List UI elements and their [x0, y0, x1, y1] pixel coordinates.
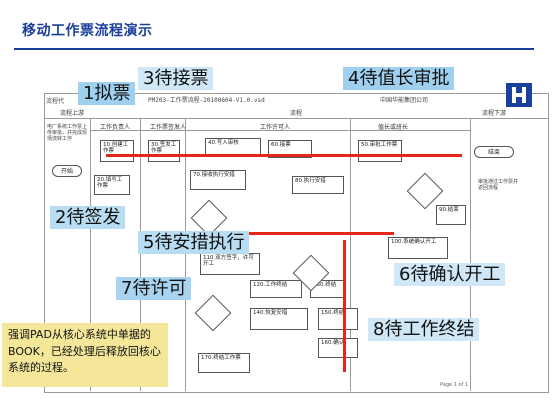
- flow-arrow: [240, 232, 394, 235]
- flow-node-90: 90.结束: [436, 205, 466, 225]
- flow-node-50: 50.审批工作票: [358, 140, 402, 162]
- step-label-7: 7待许可: [116, 277, 192, 301]
- flow-arrow: [343, 240, 346, 372]
- lane-header-owner: 工作负责人: [100, 124, 131, 131]
- step-label-5: 5待安措执行: [138, 231, 250, 255]
- upstream-note: 电厂系统工作票上传审批，并完成现场流转工作: [47, 124, 88, 142]
- company-name: 中国华能集团公司: [380, 97, 429, 104]
- start-node: 开始: [52, 165, 82, 177]
- flow-node-160: 160.确认: [318, 338, 358, 358]
- flow-node-110: 110.双方签字，许可开工: [200, 253, 260, 275]
- flow-node-100: 100.系统确认开工: [388, 237, 448, 259]
- page-number: Page 1 of 1: [440, 382, 469, 388]
- flow-node-170: 170.终结工作票: [198, 353, 250, 373]
- flow-node-20: 20.填写工作票: [94, 175, 130, 195]
- flow-node-10: 10.创建工作票: [100, 140, 134, 162]
- flow-arrow: [106, 154, 462, 157]
- step-label-2: 2待签发: [50, 206, 126, 230]
- flow-node-70: 70.接收执行安措: [190, 170, 246, 190]
- lane-line: [90, 118, 91, 391]
- lane-divider: [90, 130, 470, 131]
- flow-node-80: 80.执行安措: [292, 176, 344, 194]
- step-label-8: 8待工作终结: [368, 318, 480, 342]
- lane-line: [185, 118, 186, 391]
- slide-title: 移动工作票流程演示: [22, 23, 153, 39]
- document-name: PM203-工作票流程-20100604-V1.0.vsd: [148, 97, 265, 104]
- header-divider: [44, 118, 548, 119]
- lane-line: [140, 118, 141, 391]
- company-logo: [506, 83, 532, 107]
- lane-header-licensor: 工作许可人: [260, 124, 291, 131]
- step-label-4: 4待值长审批: [343, 67, 455, 91]
- flow-node-60: 60.接票: [268, 140, 312, 158]
- step-label-3: 3待接票: [138, 67, 214, 91]
- downstream-note: 审批通过工作票并返回流程: [478, 179, 519, 191]
- flow-node-120: 120.工作终结: [250, 280, 302, 298]
- flow-label: 流程代: [46, 98, 65, 105]
- lane-header-supervisor: 值长或班长: [378, 124, 409, 131]
- process-header: 流程: [290, 110, 303, 117]
- step-label-1: 1拟票: [78, 82, 136, 106]
- downstream-header: 流程下游: [482, 110, 507, 117]
- flow-node-140: 140.恢复安措: [250, 308, 308, 330]
- highlight-note: 强调PAD从核心系统中单据的BOOK，已经处理后释放回核心系统的过程。: [2, 323, 168, 387]
- lane-header-signer: 工作票签发人: [150, 124, 187, 131]
- flow-node-30: 30.签发工作票: [148, 140, 180, 162]
- title-divider: [14, 48, 534, 50]
- flow-node-150: 150.终结: [318, 308, 358, 330]
- step-label-6: 6待确认开工: [394, 263, 506, 287]
- upstream-header: 流程上游: [60, 110, 85, 117]
- lane-line: [470, 118, 471, 391]
- end-node: 结束: [474, 146, 514, 158]
- lane-line: [350, 118, 351, 391]
